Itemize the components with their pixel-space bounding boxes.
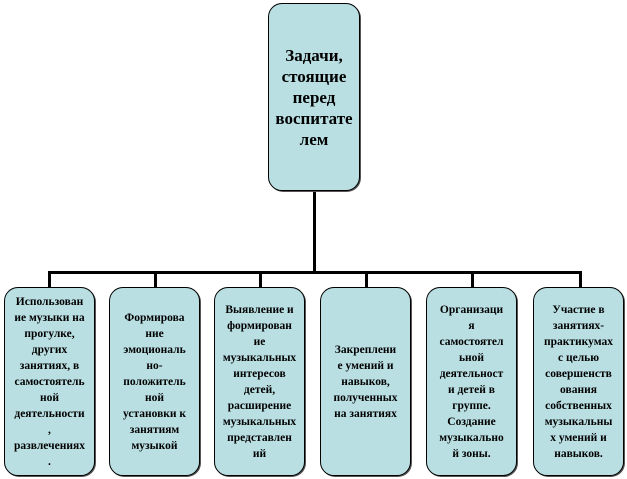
child-node-workshops: Участие в занятиях- практикумах с целью … [533, 287, 624, 476]
branch-connector-4 [365, 271, 368, 288]
child-node-emotional-attitude: Формирова ние эмоциональ но- положитель … [109, 287, 200, 476]
branch-connector-2 [154, 271, 157, 288]
root-node: Задачи, стоящие перед воспитате лем [268, 3, 360, 191]
child-node-interests: Выявление и формирован ие музыкальных ин… [214, 287, 305, 476]
branch-connector-5 [471, 271, 474, 288]
child-node-skills-reinforcement: Закреплени е умений и навыков, полученны… [320, 287, 411, 476]
branch-connector-1 [48, 271, 51, 288]
horizontal-connector [48, 271, 582, 274]
trunk-connector [313, 190, 316, 274]
child-node-music-usage: Использован ие музыки на прогулке, други… [4, 287, 95, 476]
child-node-independent-activity: Организаци я самостоятел ьной деятельнос… [426, 287, 517, 476]
branch-connector-3 [259, 271, 262, 288]
branch-connector-6 [579, 271, 582, 288]
